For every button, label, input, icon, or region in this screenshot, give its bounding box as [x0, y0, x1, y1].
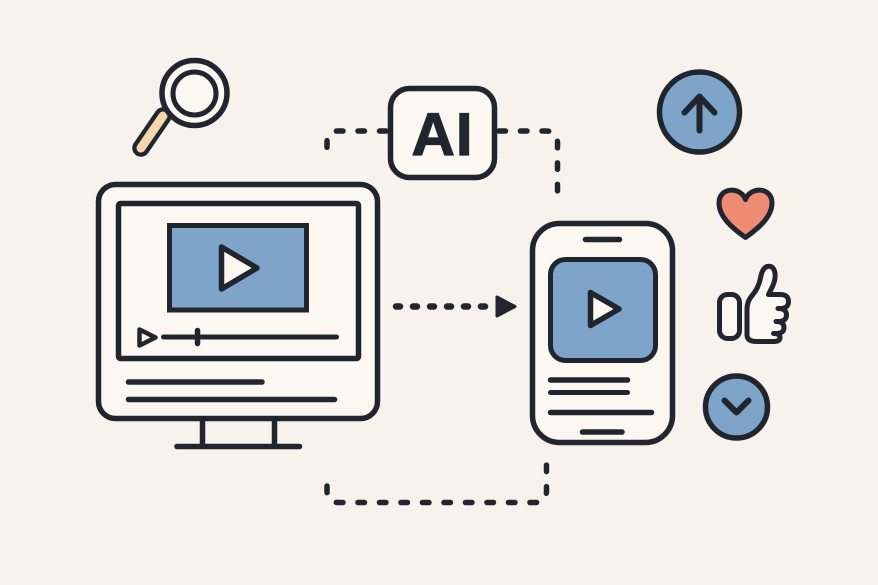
magnifier-handle	[136, 111, 168, 153]
chevron-down-icon	[721, 397, 752, 416]
ai-badge-frame	[387, 85, 498, 181]
ai-badge-label: AI	[412, 101, 474, 168]
ai-badge: AI	[387, 85, 498, 181]
play-icon	[587, 289, 622, 329]
search-icon	[132, 57, 230, 157]
thumbs-up-cuff	[717, 292, 742, 341]
transfer-arrow-head	[495, 295, 517, 318]
heart-icon	[716, 187, 775, 240]
play-icon	[218, 244, 260, 292]
thumbs-up-hand	[744, 263, 791, 344]
up-arrow-icon	[681, 93, 718, 116]
transfer-arrow-icon	[392, 295, 517, 318]
chevron-down-circle-icon	[702, 373, 771, 441]
chevron-circle	[702, 373, 771, 441]
connector-ai-to-mobile	[496, 128, 561, 204]
desktop-video-player-icon	[95, 181, 381, 450]
playback-play-icon	[137, 327, 158, 348]
upload-circle-icon	[656, 69, 743, 155]
mobile-video-player-icon	[529, 220, 676, 446]
thumbs-up-icon	[717, 263, 791, 344]
magnifier-lens-inner	[170, 69, 219, 118]
connector-ai-to-desktop	[324, 128, 389, 157]
connector-mobile-to-desktop	[324, 461, 550, 506]
